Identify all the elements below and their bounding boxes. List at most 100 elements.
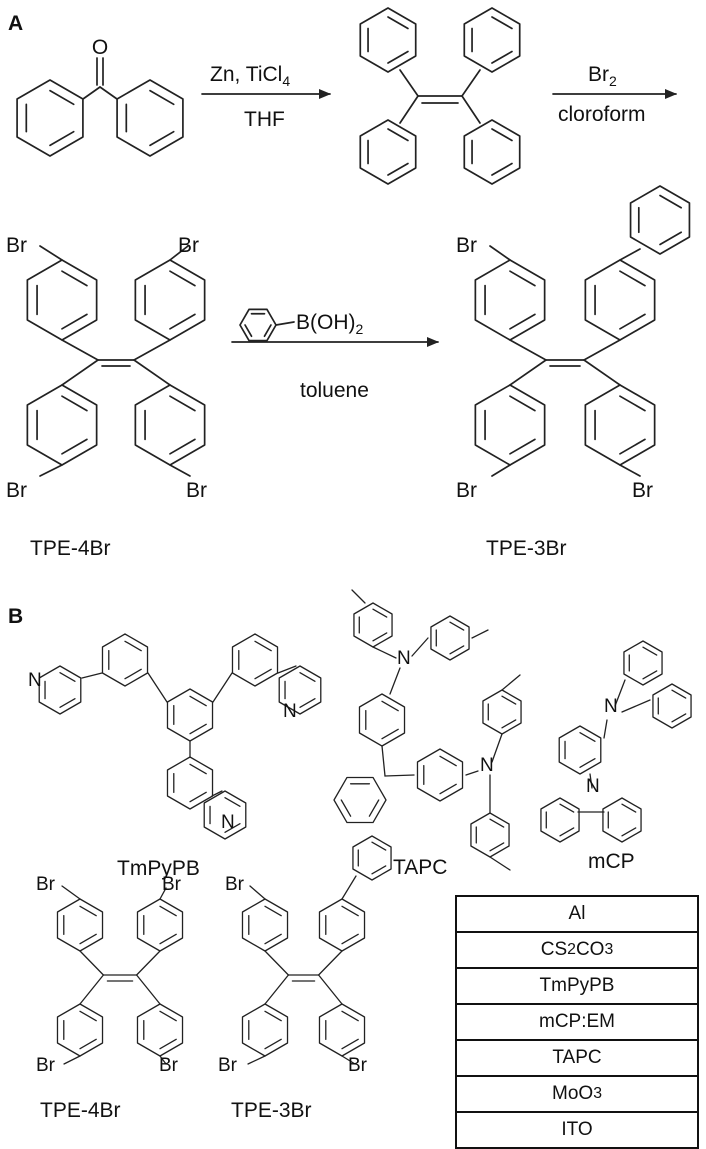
bromine-label: Br [225,874,245,895]
aromatic-ring [359,7,417,73]
bond-line [61,885,81,900]
aromatic-ring [652,683,692,729]
bond-line [264,974,290,1005]
bond-line [317,974,343,1005]
bond-line [341,905,359,917]
bond-line [149,89,175,106]
bond-line [264,1010,282,1022]
aromatic-ring [231,633,279,687]
bond-line [61,339,99,361]
bond-line [489,245,511,261]
bromine-label: Br [6,479,27,502]
bond-line [82,86,101,100]
tpe-4br-small-structure [56,885,184,1065]
bond-line [583,339,621,361]
step3-solvent: toluene [300,379,369,402]
bond-line [387,162,409,176]
bromine-label: Br [159,1055,179,1076]
bond-line [249,885,266,900]
aromatic-ring [239,308,277,342]
bond-line [79,1038,97,1050]
bond-line [509,395,536,412]
bond-line [264,905,282,917]
bond-line [169,313,196,330]
compound-label-tmpypb: TmPyPB [117,857,200,880]
bond-line [169,395,196,412]
bond-line [341,1055,356,1065]
bond-line [642,646,658,656]
nitrogen-atom: N [397,648,411,669]
bond-line [449,621,465,631]
aromatic-ring [166,756,214,810]
nitrogen-atom: N [28,670,42,691]
compound-label-tpe-4br-small: TPE-4Br [40,1099,121,1122]
aromatic-ring [629,185,691,255]
device-layer: TmPyPB [457,969,697,1005]
device-layer: mCP:EM [457,1005,697,1041]
bond-line [124,668,142,680]
bromine-label: Br [162,874,182,895]
compound-label-mcp: mCP [588,850,635,873]
tapc-structure [333,589,522,871]
bond-line [559,827,575,837]
bond-line [124,640,142,652]
bond-line [39,464,63,477]
device-layer: ITO [561,1119,593,1140]
bond-line [659,194,683,209]
bromine-label: Br [36,1055,56,1076]
compound-label-tpe-4br: TPE-4Br [30,537,111,560]
bond-line [619,248,641,261]
bond-line [79,933,97,945]
bond-line [81,672,103,679]
bond-line [621,803,637,813]
bond-line [159,1010,177,1022]
bond-line [491,50,513,64]
bond-line [79,950,105,976]
bromine-label: Br [36,874,56,895]
bond-line [603,719,608,739]
bond-line [372,646,397,659]
step1-solvent: THF [244,108,285,131]
bond-line [63,1055,81,1065]
bond-line [189,791,207,803]
bromine-label: Br [456,234,477,257]
bond-line [384,774,415,777]
step1-reagent: Zn, TiCl4 [210,63,290,89]
phenylboronic-acid-structure [239,308,295,342]
compound-label-tpe-3br-small: TPE-3Br [231,1099,312,1122]
panel-b-label: B [8,605,23,628]
bond-line [277,665,297,674]
aromatic-ring [463,7,521,73]
bond-line [621,827,637,837]
bond-line [264,950,290,976]
bond-line [61,438,88,455]
bond-line [461,95,481,124]
benzophenone-structure: O [16,36,184,157]
tpe-3br-structure [474,185,691,477]
bond-line [381,700,399,712]
nitrogen-atom: N [283,701,297,722]
aromatic-ring [333,776,387,824]
boronic-acid-label: B(OH)2 [296,311,364,337]
bond-line [461,69,481,97]
bond-line [59,672,76,683]
bond-line [149,130,175,147]
bond-line [169,438,196,455]
bond-line [372,632,388,642]
bond-line [244,324,253,338]
bond-line [264,1038,282,1050]
bond-line [449,645,465,655]
bond-line [387,50,409,64]
bond-line [619,313,646,330]
bond-line [49,130,75,147]
bond-line [135,950,161,976]
bond-line [465,770,479,776]
bond-line [491,733,503,763]
device-layer: Al [457,897,697,933]
bond-line [61,395,88,412]
bond-line [135,974,161,1005]
bond-line [159,887,167,900]
bond-line [79,974,105,1005]
